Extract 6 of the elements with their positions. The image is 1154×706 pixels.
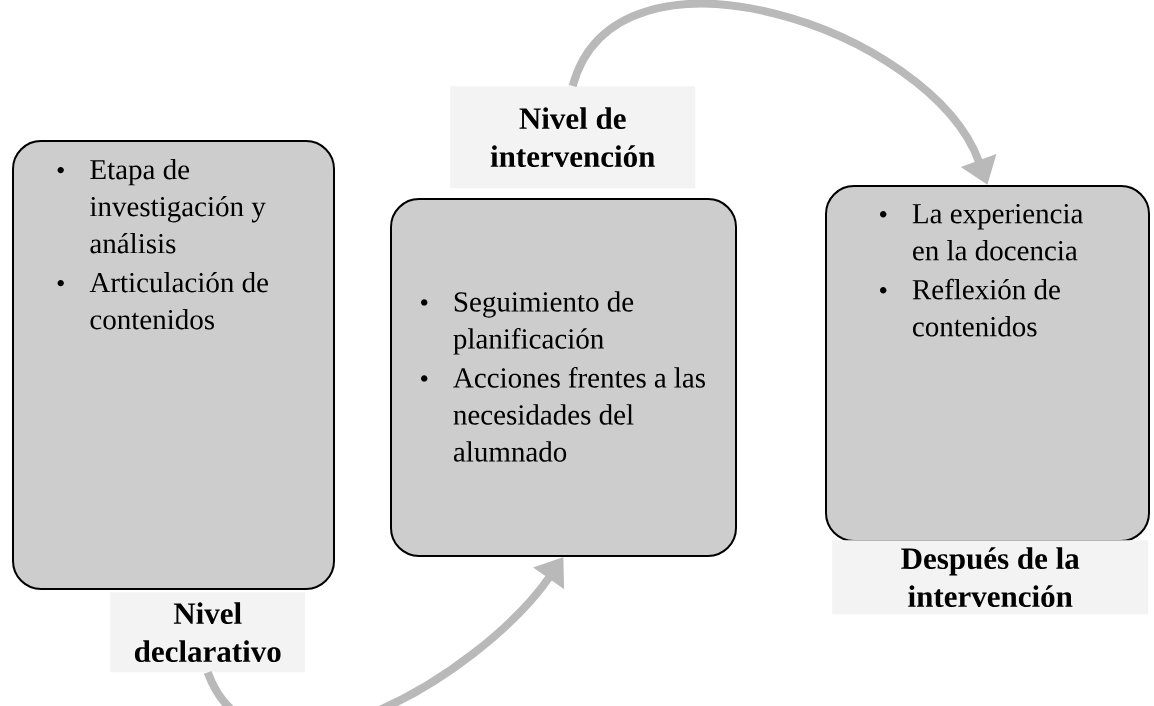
rounded-box: La experiencia en la docencia Reflexión de contenidos bbox=[825, 185, 1150, 542]
label-tab: Después de la intervención bbox=[832, 540, 1149, 615]
rounded-box: Seguimiento de planificación Acciones frentes a las necesidades del alumnado bbox=[390, 198, 737, 557]
label-tab: Nivel declarativo bbox=[110, 592, 306, 673]
rounded-box: Etapa de investigación y análisis Articulación de contenidos bbox=[12, 140, 335, 590]
label-tab: Nivel de intervención bbox=[450, 86, 696, 189]
